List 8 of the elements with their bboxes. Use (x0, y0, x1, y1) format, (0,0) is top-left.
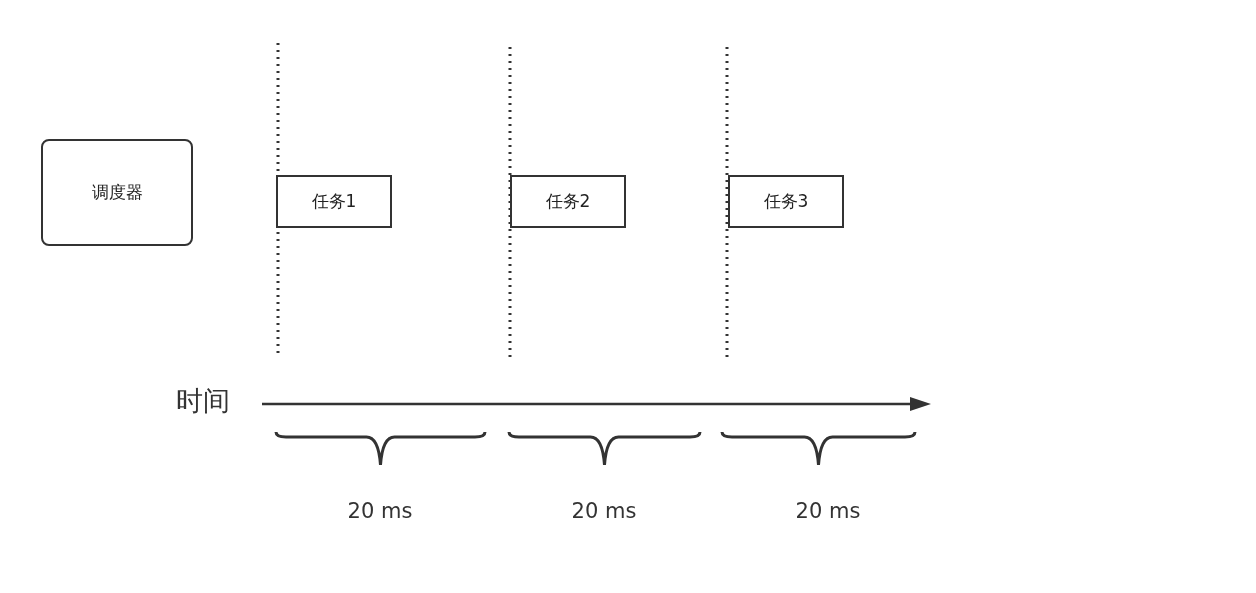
duration-label: 20 ms (795, 499, 861, 523)
task-box: 任务2 (510, 175, 626, 228)
task-box: 任务3 (728, 175, 844, 228)
task-box: 任务1 (276, 175, 392, 228)
duration-label: 20 ms (571, 499, 637, 523)
scheduler-box: 调度器 (41, 139, 193, 246)
duration-label: 20 ms (347, 499, 413, 523)
axis-label: 时间 (176, 384, 230, 418)
